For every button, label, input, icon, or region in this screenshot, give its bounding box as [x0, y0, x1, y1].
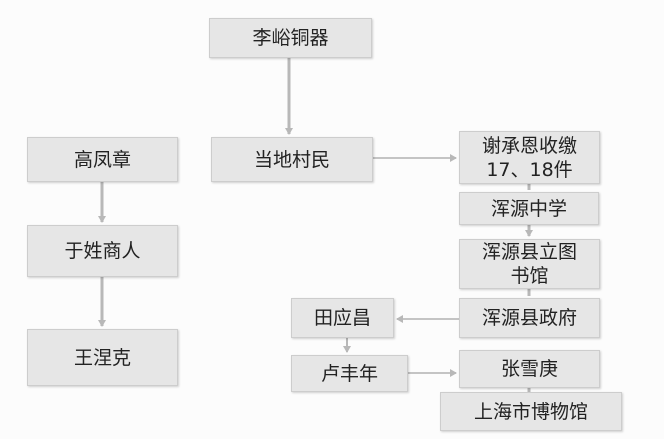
node-wang-nieke: 王涅克 [27, 329, 178, 386]
node-gao-fengzhang: 高凤章 [27, 137, 178, 182]
node-label: 浑源中学 [490, 197, 567, 220]
node-yu-xing-shangren: 于姓商人 [27, 225, 178, 277]
node-label: 高凤章 [73, 148, 131, 171]
node-dangdi-cunmin: 当地村民 [211, 137, 373, 182]
node-lu-fengnian: 卢丰年 [291, 355, 408, 392]
node-label: 当地村民 [253, 148, 330, 171]
node-label: 于姓商人 [64, 240, 141, 262]
node-lyu-tongqi: 李峪铜器 [209, 18, 372, 58]
node-hunyuan-zhongxue: 浑源中学 [459, 192, 599, 225]
node-shanghai-bowuguan: 上海市博物馆 [440, 392, 622, 431]
node-label: 张雪庚 [500, 358, 558, 380]
node-label: 王涅克 [73, 346, 131, 369]
node-label: 田应昌 [313, 307, 371, 329]
node-hunyuan-zhengfu: 浑源县政府 [459, 298, 600, 338]
node-label: 浑源县政府 [481, 307, 577, 329]
node-label: 浑源县立图 书馆 [481, 241, 577, 287]
node-label: 卢丰年 [320, 362, 378, 385]
node-label: 上海市博物馆 [473, 400, 588, 423]
node-zhang-xuegeng: 张雪庚 [459, 350, 600, 388]
node-label: 谢承恩收缴 17、18件 [481, 134, 577, 181]
node-tian-yingchang: 田应昌 [291, 298, 394, 338]
node-hunyuan-tushuguan: 浑源县立图 书馆 [459, 239, 600, 289]
node-xie-chengen: 谢承恩收缴 17、18件 [459, 131, 600, 184]
node-label: 李峪铜器 [252, 27, 329, 49]
